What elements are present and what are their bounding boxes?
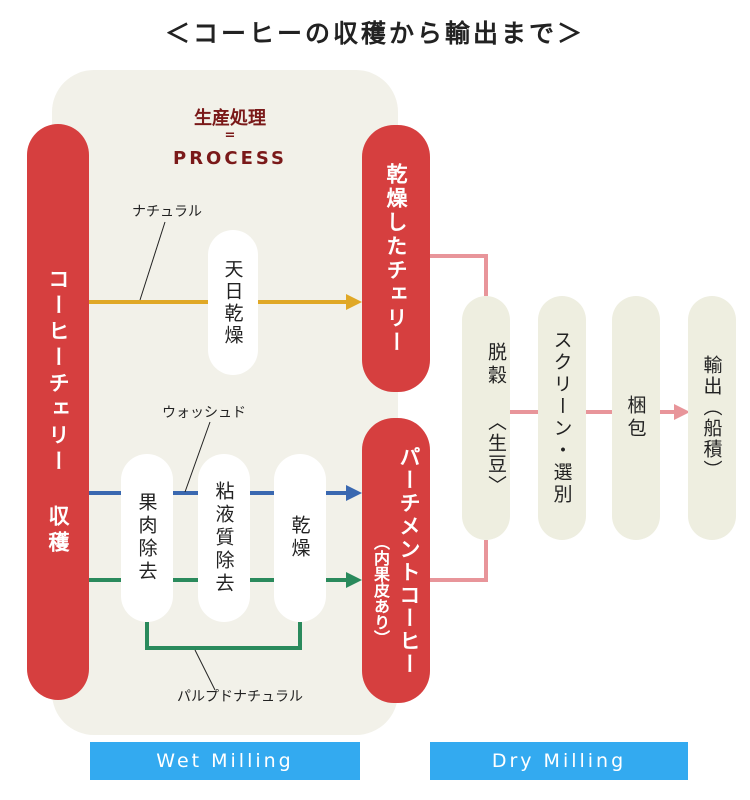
hulling-label: 脱穀 <box>485 342 507 388</box>
washed-route-arrowhead <box>346 485 362 501</box>
dry-flow-upper <box>430 254 488 296</box>
washed-leader-line <box>184 421 211 493</box>
mucilage-removal-pill: 粘液質除去 <box>198 454 250 622</box>
harvest-label: コーヒーチェリー 収穫 <box>46 267 70 557</box>
export-pill: 輸出（船積） <box>688 296 736 540</box>
natural-leader-line <box>139 221 166 301</box>
drying-label: 乾燥 <box>288 515 311 561</box>
page-title: ＜コーヒーの収穫から輸出まで＞ <box>164 19 585 48</box>
process-heading-jp: 生産処理 <box>194 108 266 129</box>
parchment-coffee-note: （内果皮あり） <box>371 533 390 646</box>
mucilage-removal-label: 粘液質除去 <box>212 480 235 596</box>
depulping-label: 果肉除去 <box>135 492 158 584</box>
sun-drying-label: 天日乾燥 <box>221 258 244 347</box>
packing-label: 梱包 <box>624 395 647 441</box>
natural-route-arrowhead <box>346 294 362 310</box>
dry-flow-arrowhead <box>674 404 690 420</box>
dry-flow-lower <box>430 540 488 582</box>
pulped-bracket <box>145 622 302 650</box>
parchment-coffee-pill: パーチメントコーヒー （内果皮あり） <box>362 418 430 703</box>
screening-label: スクリーン・選別 <box>550 330 573 506</box>
dried-cherry-pill: 乾燥したチェリー <box>362 125 430 392</box>
packing-pill: 梱包 <box>612 296 660 540</box>
natural-label: ナチュラル <box>132 204 202 220</box>
process-panel <box>52 70 398 735</box>
washed-label: ウォッシュド <box>162 405 246 421</box>
dried-cherry-label: 乾燥したチェリー <box>384 162 408 355</box>
hulling-pill: 脱穀 〈生豆〉 <box>462 296 510 540</box>
screening-pill: スクリーン・選別 <box>538 296 586 540</box>
wet-milling-label: Wet Milling <box>90 742 360 780</box>
green-bean-label: 〈生豆〉 <box>485 412 507 496</box>
pulped-natural-label: パルプドナチュラル <box>177 689 303 705</box>
pulped-route-arrowhead <box>346 572 362 588</box>
parchment-coffee-label: パーチメントコーヒー <box>397 445 421 676</box>
export-label: 輸出（船積） <box>700 355 723 481</box>
pulped-leader-line <box>194 649 216 691</box>
process-heading-equals: = <box>224 128 236 143</box>
parchment-coffee-text: パーチメントコーヒー （内果皮あり） <box>362 418 430 703</box>
sun-drying-pill: 天日乾燥 <box>208 230 258 375</box>
depulping-pill: 果肉除去 <box>121 454 173 622</box>
dry-milling-label: Dry Milling <box>430 742 688 780</box>
drying-pill: 乾燥 <box>274 454 326 622</box>
process-heading-en: PROCESS <box>173 148 287 169</box>
harvest-pill: コーヒーチェリー 収穫 <box>27 124 89 700</box>
